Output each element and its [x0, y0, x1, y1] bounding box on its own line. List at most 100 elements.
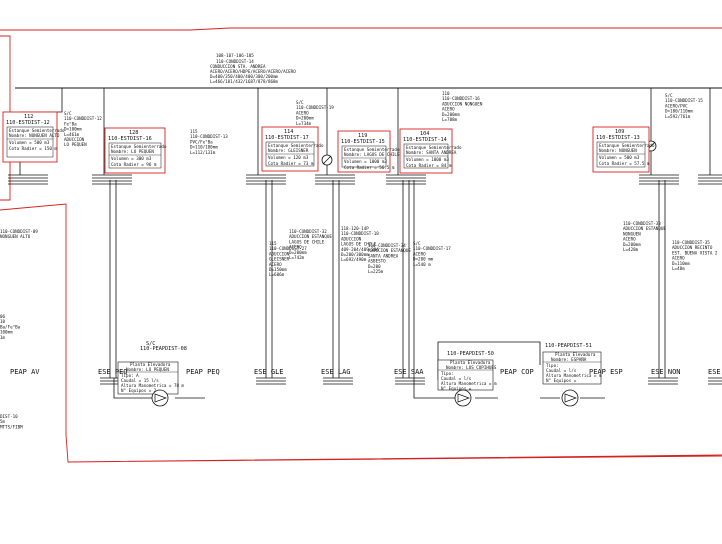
tank-volume: Volumen = 1000 m3 [406, 157, 449, 162]
tank-number: 119 [358, 133, 367, 139]
pipe-label-line: 06 [0, 314, 6, 319]
tank-volume: Volumen = 1000 m3 [344, 159, 387, 164]
pipe-label-line: L=48m [672, 266, 685, 271]
pipe-label-line: D=200mm [623, 242, 641, 247]
pump-flow: Caudal = l/s [546, 368, 577, 373]
pipe-label-line: ACERO [672, 256, 685, 261]
tank-info-box [596, 141, 646, 168]
pipe-label-line: ADUCCION ESTANQUE [368, 248, 411, 253]
pipe-label-line: L=742m [289, 255, 305, 260]
tank-type: Estanque Semienterrado [344, 147, 400, 152]
ese-station-symbol [395, 377, 425, 385]
tank-volume: Volumen = 500 m3 [599, 155, 640, 160]
pump-name: Nombre: ESPAÑA [551, 357, 587, 362]
pump-code: 110-PEAPDIST-51 [545, 343, 592, 349]
pump-name: Nombre: LOS COPIHUES [446, 365, 497, 370]
station-label: ESE NON [651, 368, 681, 376]
pipe-label-line: 110-CONDDIST-34 [368, 243, 406, 248]
tank-type: Estanque Semienterrado [599, 143, 655, 148]
pipe-label-line: D=200mm [296, 116, 314, 121]
pipe-label-line: 100mm [0, 330, 13, 335]
pump-sc: S/C [146, 341, 155, 347]
tank-number: 104 [420, 131, 429, 137]
tank-name: Nombre: NONGUEN [599, 148, 637, 153]
pipe-label-line: ADUCCION [341, 236, 362, 241]
tank-number: 109 [615, 129, 624, 135]
pipe-label-line: L=592/761m [665, 114, 691, 119]
pump-head: Altura Manometrica = m [441, 381, 497, 386]
svg-text:D=400/350/400/400/300/200mm: D=400/350/400/400/300/200mm [210, 74, 279, 79]
pump-code: 110-PEAPDIST-50 [447, 351, 494, 357]
pipe-label-line: D=100mm [64, 127, 82, 132]
pipe-label-line: ACERO [413, 251, 426, 256]
tank-cota: Cota Radier = 73 m [268, 161, 314, 166]
pipe-label-line: 110-CONDDIST-17 [413, 246, 451, 251]
pipe-label-line: D=200/300mm [341, 252, 369, 257]
pipe-label-line: L=428m [623, 247, 639, 252]
pipe-label-line: L=461m [64, 132, 80, 137]
pipe-label-line: 409-204/409-204 [341, 247, 379, 252]
pipe-label-line: MTTS/FIBM [0, 424, 23, 429]
pump-icon [151, 389, 169, 407]
pump-name: Nombre: LO PEQUEN [126, 367, 169, 372]
pipe-label-line: NONGUEN [623, 231, 641, 236]
pipe-label-line: 115 [269, 241, 277, 246]
pipe-label-line: 110-CONDDIST-16 [442, 96, 480, 101]
tank-number: 128 [129, 130, 138, 136]
pump-units: N° Equipos = [441, 386, 472, 391]
pipe-label-line: ADUCCION [64, 137, 85, 142]
tank-code: 110-ESTDIST-15 [341, 139, 385, 145]
pipe-label-line: L=606m [269, 272, 285, 277]
pump-flow: Caudal = 15 l/s [121, 378, 159, 383]
tank-number: 112 [24, 114, 33, 120]
pipe-label-line: 110-CONDDIST-27 [269, 246, 307, 251]
pipe-label-line: ADUCCION RECINTO [672, 245, 713, 250]
ese-station-symbol [256, 377, 286, 385]
pipe-label-line: LO PEQUEN [64, 142, 87, 147]
pipe-label-line: 110-CONDDIST-13 [190, 134, 228, 139]
pipe-label-line: L=734m [296, 121, 312, 126]
pipe-label-line: GLEISNER [269, 257, 290, 262]
busbar-symbol [246, 174, 286, 185]
pipe-label-line: 5m [0, 419, 6, 424]
tank-code: 110-ESTDIST-16 [108, 136, 152, 142]
pipe-label-line: D=200 mm [413, 257, 434, 262]
tank-code: 110-ESTDIST-17 [265, 135, 309, 141]
pipe-label-line: 110-CONDDIST-33 [623, 221, 661, 226]
pipe-label-line: ADUCCION ESTANQUE [289, 234, 332, 239]
tank-info-box [341, 145, 387, 168]
station-label: ESE SAA [394, 368, 424, 376]
station-label: PEAP AV [10, 368, 40, 376]
station-label: PEAP COP [500, 368, 534, 376]
main-trunk-label: 108-107-106-105 110-CONDDIST-14 CONDUCCI… [210, 53, 296, 84]
pump-code: 110-PEAPDIST-08 [140, 346, 187, 352]
svg-text:CONDUCCION STA. ANDREA: CONDUCCION STA. ANDREA [210, 64, 266, 69]
svg-text:108-107-106-105: 108-107-106-105 [216, 53, 254, 58]
pipe-label-line: ASBESTO [368, 259, 386, 264]
pipe-label-line: L=692/490m [341, 257, 367, 262]
pipe-label-line: D=200 [368, 264, 381, 269]
pipe-label-line: 110-CONDDIST-15 [665, 98, 703, 103]
pump-flow: Caudal = l/s [441, 376, 472, 381]
tank-name: Nombre: GLEISNER [268, 148, 309, 153]
pump-title: Planta Elevadora [450, 360, 491, 365]
tank-code: 110-ESTDIST-14 [403, 137, 447, 143]
station-label: ESE PEQ [98, 368, 128, 376]
station-label: PEAP PEQ [186, 368, 220, 376]
svg-text:L=466/181/432/1687/878/868m: L=466/181/432/1687/878/868m [210, 79, 279, 84]
pipe-label-line: 110-CONDDIST-12 [64, 116, 102, 121]
pipe-label-line: ACERO [289, 245, 302, 250]
svg-text:110-CONDDIST-14: 110-CONDDIST-14 [216, 59, 254, 64]
pipe-label-line: S/C [64, 111, 72, 116]
tank-name: Nombre: LO PEQUEN [111, 149, 154, 154]
